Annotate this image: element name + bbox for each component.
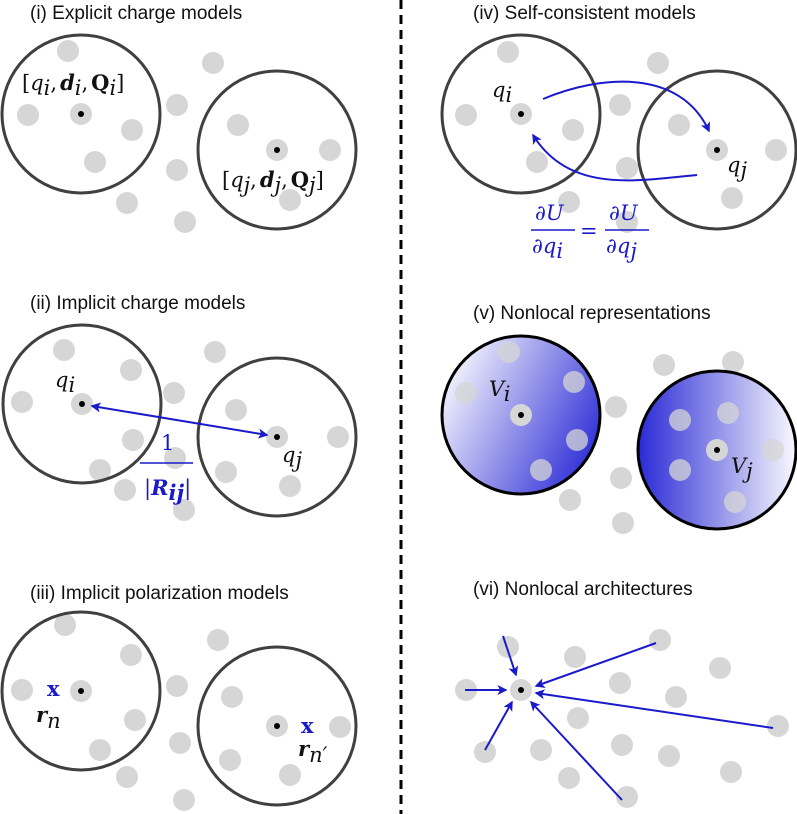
atom-j-circle: [196, 69, 358, 231]
explicit-label-i: [qi,di,Qi]: [22, 70, 124, 100]
panel-self-consistent: (iv) Self-consistent models qi qj ∂U ∂qi…: [440, 3, 797, 263]
charge-label-j: qj: [282, 443, 302, 472]
center-i: [78, 111, 84, 117]
message-arrows: [465, 635, 774, 801]
dipole-site-marker-nprime: x: [301, 713, 314, 738]
center-i: [78, 688, 84, 694]
charge-label-j: qj: [727, 153, 747, 182]
center-j: [274, 147, 280, 153]
transfer-arrow-i-to-j: [542, 80, 710, 133]
coulomb-arrow: [90, 402, 269, 439]
coulomb-denominator: |Rij|: [144, 475, 191, 505]
transfer-arrow-j-to-i: [532, 133, 698, 182]
panel-title-iv: (iv) Self-consistent models: [473, 3, 696, 24]
center-node: [518, 687, 524, 693]
atom-j-circle: [636, 69, 797, 231]
panel-title-v: (v) Nonlocal representations: [473, 303, 711, 324]
charge-label-i: qi: [55, 368, 75, 397]
center-i: [518, 412, 524, 418]
atom-j-circle: [196, 645, 358, 807]
equals-sign: =: [580, 219, 598, 243]
potential-label-j: Vj: [731, 454, 753, 483]
potential-label-i: Vi: [489, 377, 511, 406]
panel-implicit-polarization: (iii) Implicit polarization models x rn …: [0, 583, 358, 811]
center-i: [518, 111, 524, 117]
explicit-label-j: [qj,dj,Qj]: [222, 167, 324, 197]
panel-explicit-charge: (i) Explicit charge models [qi,di,Qi] [q…: [0, 3, 358, 233]
center-j: [714, 447, 720, 453]
atom-i-circle: [440, 33, 602, 195]
equilibration-numerator-right: ∂U: [609, 201, 639, 225]
atom-field-iii: [11, 614, 351, 811]
panel-title-iii: (iii) Implicit polarization models: [30, 583, 289, 604]
dipole-site-marker-n: x: [47, 676, 60, 701]
position-label-n: rn: [36, 702, 61, 733]
equilibration-denominator-left: ∂qi: [532, 234, 563, 263]
panel-nonlocal-architectures: (vi) Nonlocal architectures: [455, 579, 789, 808]
atom-i-circle: [0, 610, 162, 772]
equilibration-denominator-right: ∂qj: [606, 234, 637, 263]
coulomb-numerator: 1: [161, 431, 174, 455]
atom-field-vi: [455, 629, 789, 808]
atom-field-v: [559, 351, 744, 534]
atom-i-circle: [0, 33, 162, 195]
center-j: [274, 723, 280, 729]
center-j: [714, 147, 720, 153]
atom-field-i: [17, 40, 341, 233]
charge-label-i: qi: [492, 78, 512, 107]
equilibration-numerator-left: ∂U: [535, 201, 565, 225]
center-j: [274, 434, 280, 440]
center-i: [79, 401, 85, 407]
panel-nonlocal-representations: (v) Nonlocal representations Vi Vj: [440, 303, 797, 534]
panel-title-ii: (ii) Implicit charge models: [30, 293, 245, 314]
panel-title-vi: (vi) Nonlocal architectures: [473, 579, 693, 600]
panel-title-i: (i) Explicit charge models: [30, 3, 242, 24]
position-label-nprime: rn′: [298, 736, 328, 767]
panel-implicit-charge: (ii) Implicit charge models qi qj 1 |Rij…: [1, 293, 358, 521]
atoms-inside-v: [455, 341, 784, 513]
atom-field-iv: [455, 41, 787, 233]
